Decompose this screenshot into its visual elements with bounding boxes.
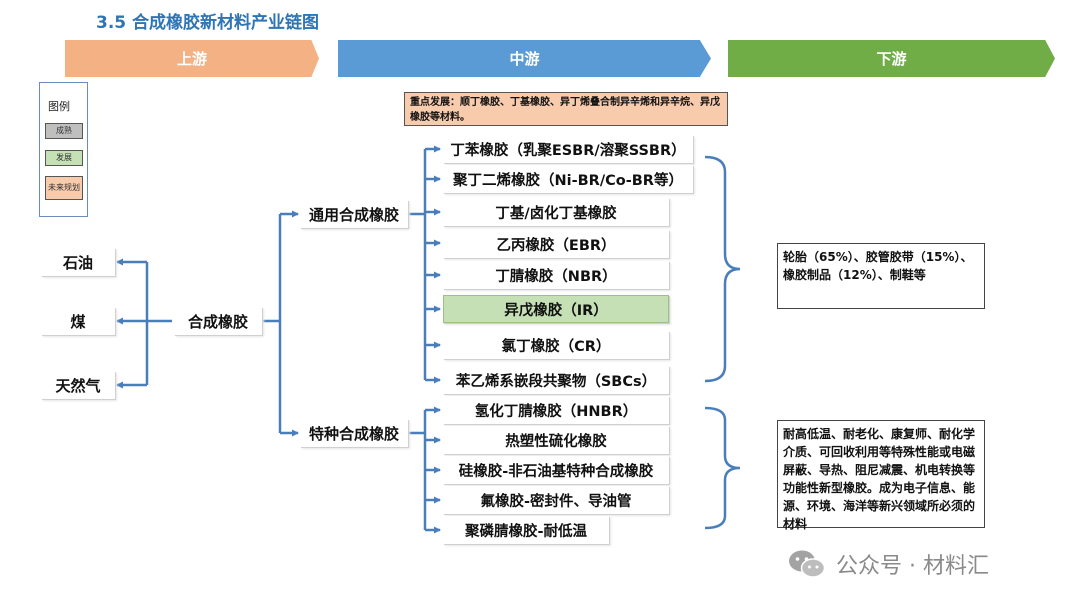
product-phosphazene: 聚磷腈橡胶-耐低温 (443, 516, 609, 544)
band-downstream-label: 下游 (876, 50, 907, 68)
product-fluoro: 氟橡胶-密封件、导油管 (443, 486, 669, 514)
band-midstream: 中游 (338, 40, 711, 77)
product-epr: 乙丙橡胶（EBR） (443, 230, 669, 258)
legend-future-swatch: 未来规划 (45, 176, 83, 200)
downstream-general-note: 轮胎（65%）、胶管胶带（15%）、橡胶制品（12%）、制鞋等 (777, 243, 985, 309)
band-upstream-label: 上游 (176, 50, 207, 68)
product-iir: 丁基/卤化丁基橡胶 (443, 198, 669, 226)
legend-title: 图例 (48, 100, 70, 113)
product-tpv: 热塑性硫化橡胶 (443, 426, 669, 454)
general-bracket (408, 149, 427, 380)
product-cr: 氯丁橡胶（CR） (443, 331, 669, 359)
node-synthetic-rubber: 合成橡胶 (174, 307, 262, 335)
source-natural-gas: 天然气 (41, 371, 115, 399)
special-brace (704, 406, 741, 530)
watermark-text: 公众号 · 材料汇 (836, 554, 989, 579)
band-midstream-label: 中游 (509, 50, 540, 68)
product-hnbr: 氢化丁腈橡胶（HNBR） (443, 396, 669, 424)
node-general-rubber: 通用合成橡胶 (300, 200, 408, 228)
product-ir: 异戊橡胶（IR） (443, 295, 669, 323)
product-br: 聚丁二烯橡胶（Ni-BR/Co-BR等） (443, 165, 693, 193)
focus-development-note: 重点发展：顺丁橡胶、丁基橡胶、异丁烯叠合制异辛烯和异辛烷、异戊橡胶等材料。 (404, 92, 728, 126)
product-silicone: 硅橡胶-非石油基特种合成橡胶 (443, 456, 669, 484)
legend-developing-swatch: 发展 (45, 150, 83, 166)
page-title: 3.5 合成橡胶新材料产业链图 (96, 13, 320, 33)
node-special-rubber: 特种合成橡胶 (300, 419, 408, 447)
source-coal: 煤 (41, 307, 115, 335)
general-brace (704, 155, 741, 383)
product-nbr: 丁腈橡胶（NBR） (443, 261, 669, 289)
product-sbcs: 苯乙烯系嵌段共聚物（SBCs） (443, 366, 669, 394)
wechat-icon (789, 550, 826, 578)
product-sbr: 丁苯橡胶（乳聚ESBR/溶聚SSBR） (443, 135, 693, 163)
source-bracket (145, 262, 172, 385)
downstream-special-note: 耐高低温、耐老化、康复师、耐化学介质、可回收利用等特殊性能或电磁屏蔽、导热、阻尼… (777, 420, 985, 531)
watermark: 公众号 · 材料汇 (788, 548, 989, 580)
legend-mature-swatch: 成熟 (45, 123, 83, 139)
special-bracket (408, 410, 427, 530)
category-bracket (262, 214, 282, 433)
source-oil: 石油 (41, 248, 115, 276)
band-downstream: 下游 (728, 40, 1055, 77)
band-upstream: 上游 (65, 40, 319, 77)
